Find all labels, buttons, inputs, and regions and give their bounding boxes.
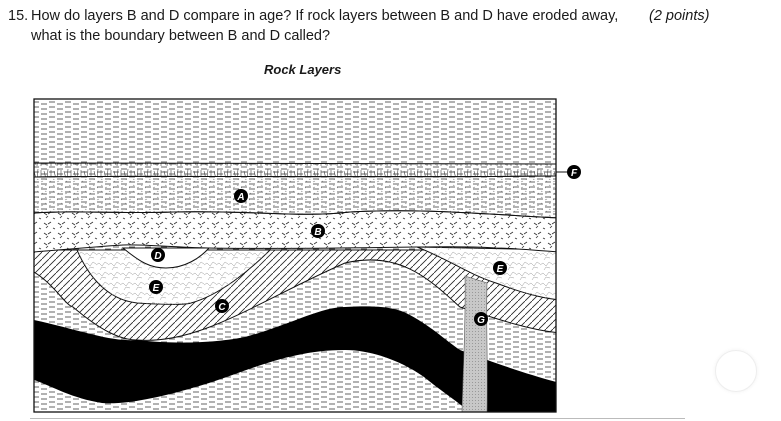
svg-text:B: B (314, 227, 321, 238)
question-text-line2: what is the boundary between B and D cal… (31, 28, 331, 44)
label-b: B (311, 224, 325, 238)
svg-text:C: C (218, 302, 226, 313)
label-e-right: E (493, 261, 507, 275)
layer-d (121, 247, 211, 269)
question-15: 15.How do layers B and D compare in age?… (8, 6, 709, 46)
label-c: C (215, 299, 229, 313)
svg-text:A: A (236, 192, 244, 203)
question-text-line1: How do layers B and D compare in age? If… (31, 8, 619, 24)
layer-f (34, 162, 556, 178)
divider (30, 418, 685, 419)
svg-text:D: D (154, 251, 161, 262)
layer-a (34, 175, 556, 219)
question-number: 15. (8, 8, 29, 24)
intrusion-g (461, 275, 488, 412)
black-layer (34, 306, 556, 412)
svg-text:E: E (153, 283, 160, 294)
label-e-left: E (149, 280, 163, 294)
label-a: A (234, 189, 248, 203)
svg-text:G: G (477, 315, 485, 326)
label-g: G (474, 312, 488, 326)
svg-text:E: E (497, 264, 504, 275)
question-points: (2 points) (649, 8, 710, 24)
label-d: D (151, 248, 165, 262)
floating-circle-button[interactable] (715, 350, 757, 392)
svg-text:F: F (571, 168, 578, 179)
figure-title: Rock Layers (264, 62, 342, 77)
label-f: F (567, 165, 581, 179)
